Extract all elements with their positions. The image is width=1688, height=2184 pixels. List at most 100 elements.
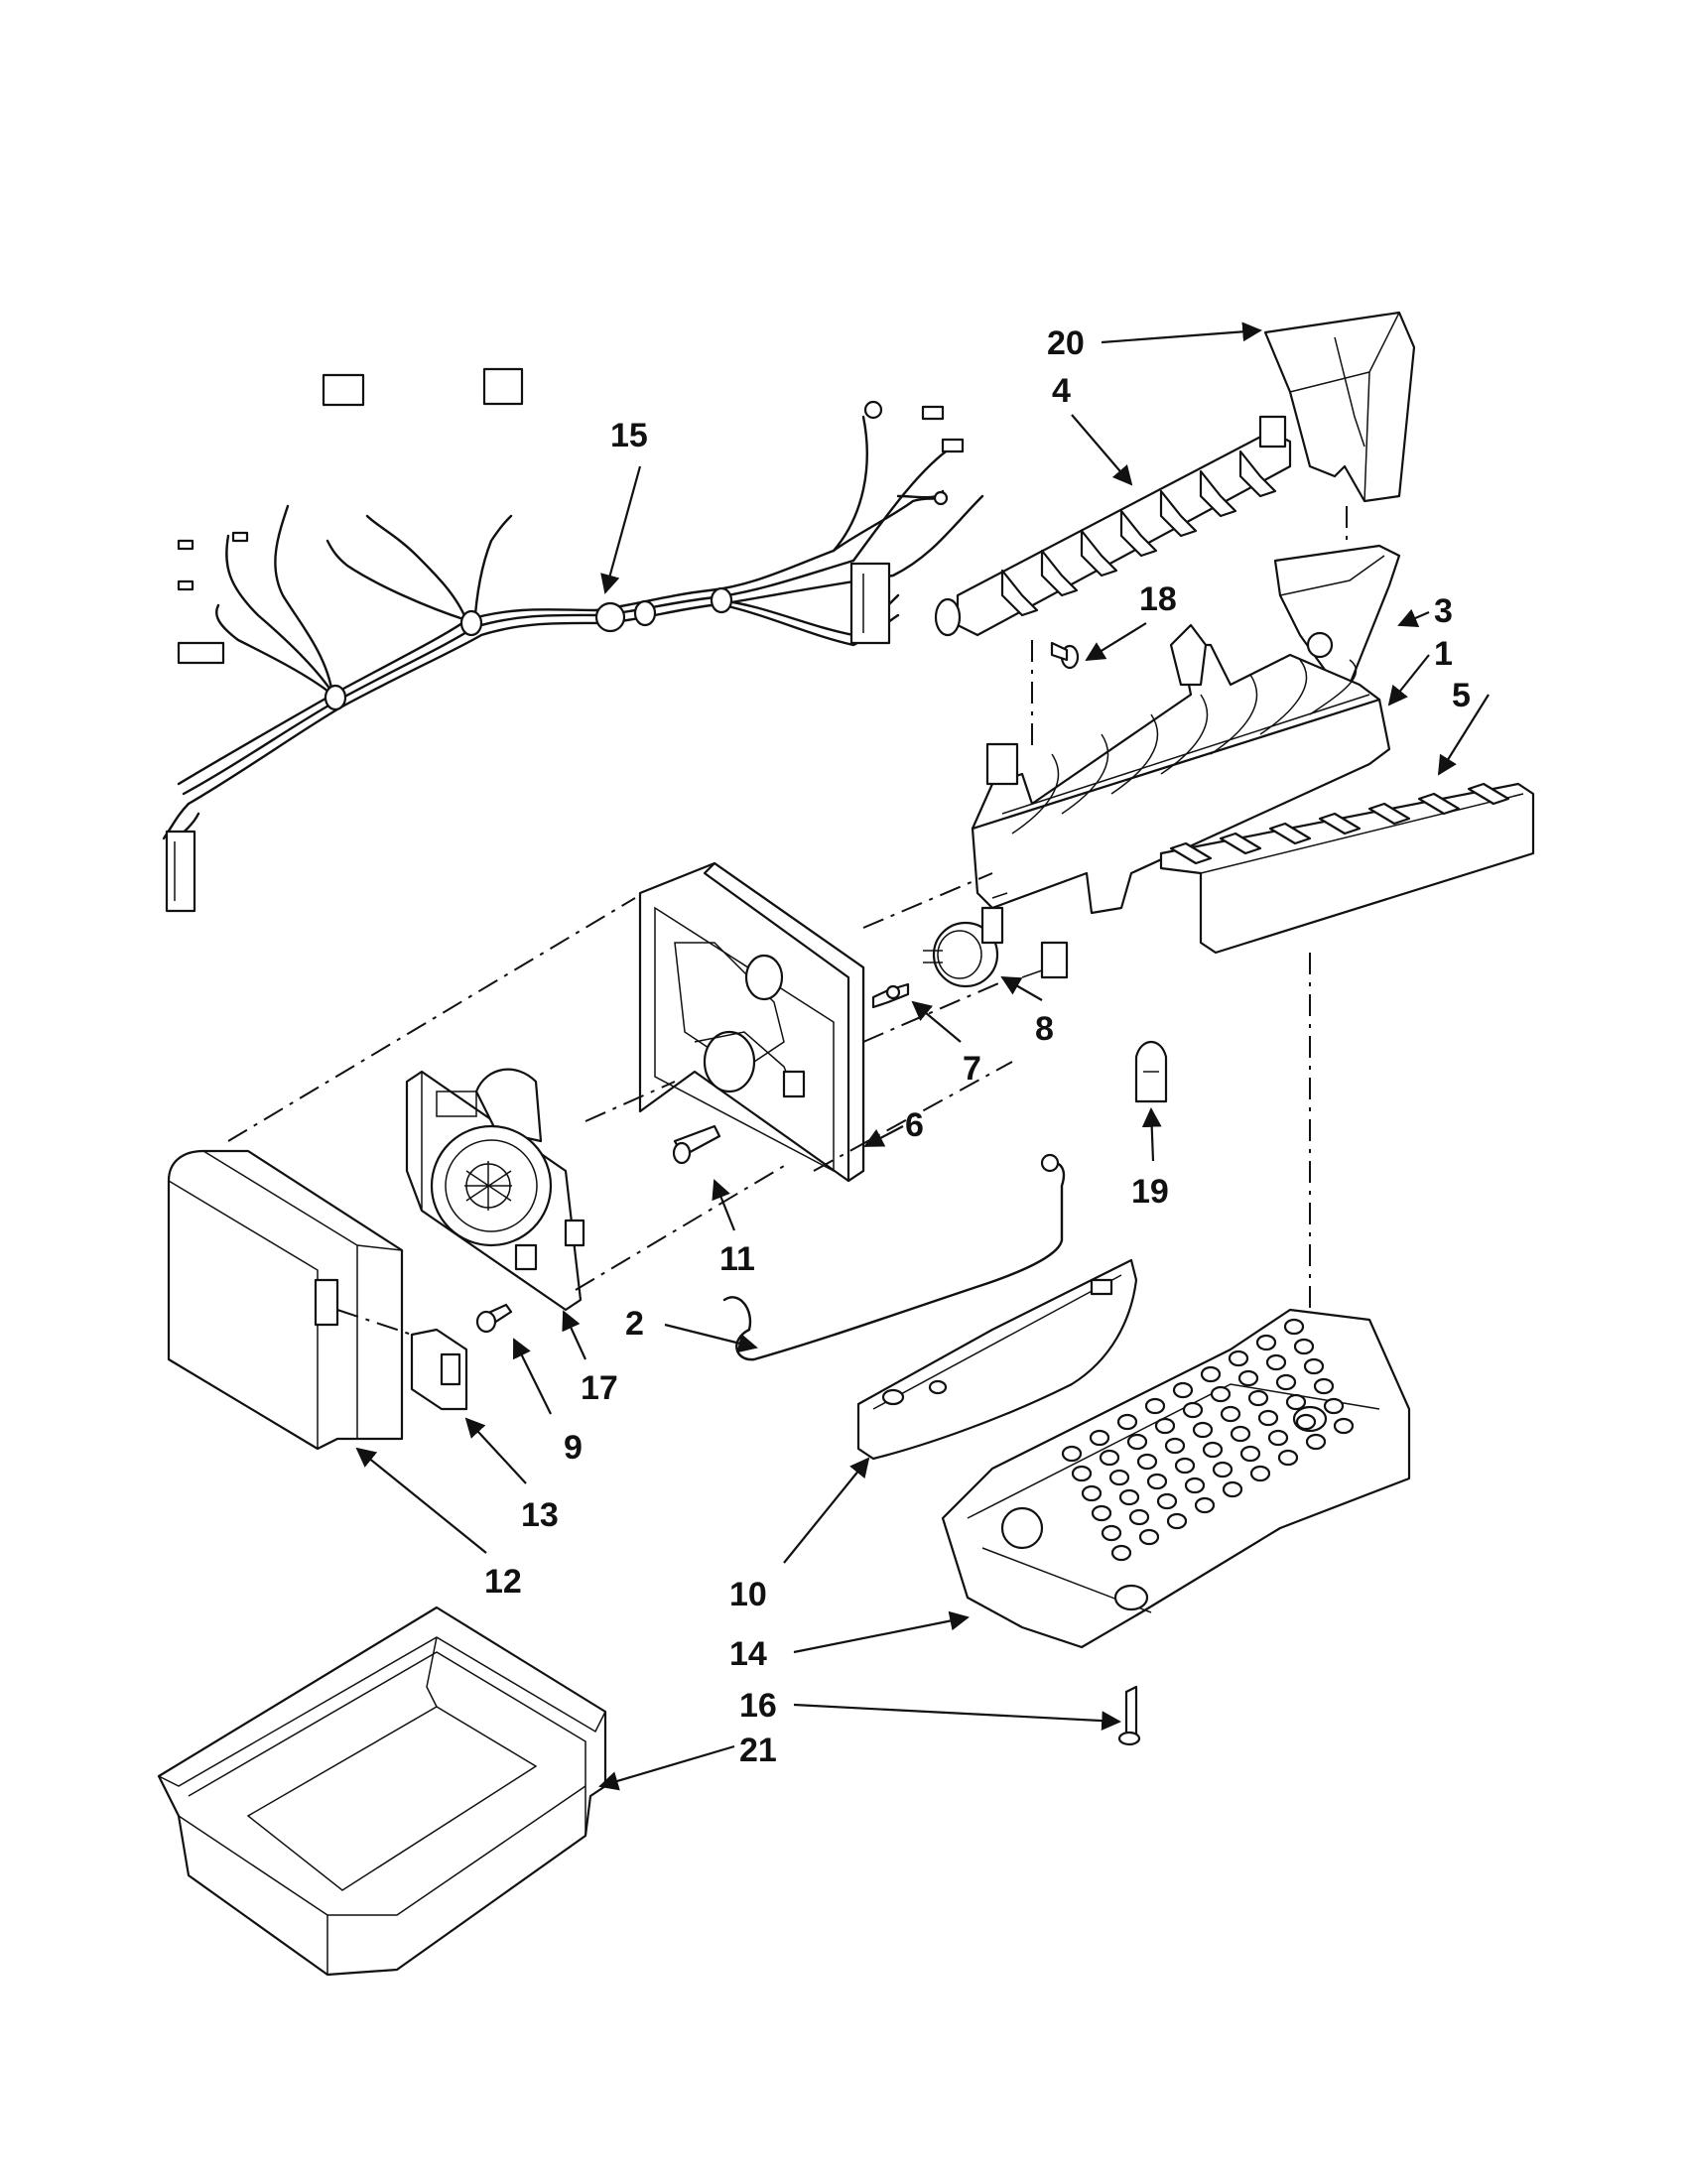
motor-gear-plate <box>405 1068 785 1312</box>
bin-nozzle <box>1265 1353 1287 1371</box>
bin-nozzle <box>1249 1465 1271 1482</box>
callout-3: 3 <box>1434 592 1453 630</box>
callout-17: 17 <box>581 1369 618 1407</box>
front-cover <box>167 897 636 1451</box>
callout-2: 2 <box>625 1305 644 1343</box>
spade-terminal <box>941 438 965 453</box>
bin-nozzle <box>1192 1421 1214 1439</box>
callout-12: 12 <box>484 1563 522 1601</box>
fill-cup-funnel <box>1263 311 1416 503</box>
bin-nozzle <box>1295 1413 1317 1431</box>
bin-nozzle <box>1138 1528 1160 1546</box>
callout-20: 20 <box>1047 324 1085 362</box>
bin-nozzle <box>1293 1338 1315 1355</box>
bin-nozzle <box>1222 1480 1243 1498</box>
bin-nozzle <box>1061 1445 1083 1463</box>
bin-nozzle <box>1210 1385 1232 1403</box>
bin-nozzle <box>1091 1504 1112 1522</box>
callout-21: 21 <box>739 1732 777 1769</box>
bin-nozzle <box>1257 1409 1279 1427</box>
bin-nozzle <box>1267 1429 1289 1447</box>
mold-screw <box>1031 640 1080 749</box>
plate-screw <box>475 1303 513 1334</box>
harness-connector-small <box>177 641 225 665</box>
motor-housing <box>638 861 1069 1183</box>
callout-labels: 20 4 15 18 3 1 5 8 7 6 19 11 2 17 9 13 1… <box>484 324 1471 1769</box>
bin-nozzle <box>1333 1417 1355 1435</box>
bin-nozzle <box>1089 1429 1110 1447</box>
fill-cup-inlet <box>1273 506 1401 687</box>
bin-nozzle <box>1323 1397 1345 1415</box>
bin-nozzle <box>1136 1453 1158 1471</box>
bin-nozzle <box>1228 1349 1249 1367</box>
callout-8: 8 <box>1035 1010 1054 1048</box>
bin-nozzle <box>1202 1441 1224 1459</box>
bin-nozzle <box>1166 1512 1188 1530</box>
bin-nozzle <box>1277 1449 1299 1467</box>
bin-nozzle <box>1275 1373 1297 1391</box>
bin-nozzle <box>1101 1524 1122 1542</box>
bin-nozzle <box>1174 1457 1196 1475</box>
bin-nozzle <box>1099 1449 1120 1467</box>
ice-bin-base <box>941 1308 1411 1649</box>
rocker-switch <box>336 1309 468 1411</box>
bin-nozzle <box>1283 1318 1305 1336</box>
callout-15: 15 <box>610 417 648 454</box>
ice-bucket <box>157 1606 607 1977</box>
ground-ring-terminal <box>863 400 883 420</box>
shutoff-arm <box>722 1153 1066 1361</box>
callout-1: 1 <box>1434 635 1453 673</box>
bin-nozzle <box>1230 1425 1251 1443</box>
bin-nozzle <box>1305 1433 1327 1451</box>
bin-nozzle <box>1247 1389 1269 1407</box>
shutoff-flap <box>856 1258 1138 1461</box>
ice-mold <box>971 623 1391 915</box>
callout-14: 14 <box>729 1635 767 1673</box>
bin-nozzle <box>1237 1369 1259 1387</box>
bin-nozzle <box>1212 1461 1234 1478</box>
bin-nozzle <box>1184 1477 1206 1494</box>
callout-5: 5 <box>1452 677 1471 714</box>
bin-nozzle <box>1108 1469 1130 1486</box>
bin-nozzle <box>1182 1401 1204 1419</box>
harness-connector-right <box>849 562 891 645</box>
callout-18: 18 <box>1139 580 1177 618</box>
spade-terminal <box>177 579 195 591</box>
harness-connector-2 <box>482 367 524 406</box>
bin-nozzle <box>1303 1357 1325 1375</box>
bin-nozzle <box>1110 1544 1132 1562</box>
housing-screw <box>672 1124 721 1165</box>
leader-lines <box>355 321 1490 1791</box>
callout-7: 7 <box>963 1050 981 1088</box>
base-screw <box>1117 1685 1141 1746</box>
bin-nozzle <box>1172 1381 1194 1399</box>
callout-9: 9 <box>564 1429 583 1467</box>
bin-nozzle <box>1255 1334 1277 1351</box>
callout-4: 4 <box>1052 372 1071 410</box>
mold-cover <box>1159 782 1535 1399</box>
harness-connector-left <box>165 830 196 913</box>
bin-nozzle <box>1164 1437 1186 1455</box>
bin-nozzle <box>1126 1433 1148 1451</box>
callout-6: 6 <box>905 1106 924 1144</box>
spade-terminal <box>231 531 249 543</box>
bin-nozzle <box>1116 1413 1138 1431</box>
callout-11: 11 <box>719 1240 755 1278</box>
bin-nozzle <box>1071 1465 1093 1482</box>
bin-nozzle <box>1128 1508 1150 1526</box>
bin-nozzle <box>1144 1397 1166 1415</box>
bin-nozzle <box>1194 1496 1216 1514</box>
bin-nozzle <box>1200 1365 1222 1383</box>
bin-nozzle <box>1146 1473 1168 1490</box>
cover-clip <box>1134 1040 1168 1103</box>
mold-heater-pin <box>871 982 910 1009</box>
callout-10: 10 <box>729 1576 767 1613</box>
wire-harness <box>162 367 984 913</box>
callout-13: 13 <box>521 1496 559 1534</box>
callout-19: 19 <box>1131 1173 1169 1211</box>
callout-16: 16 <box>739 1687 777 1725</box>
bin-nozzle <box>1081 1484 1103 1502</box>
bin-nozzle <box>1285 1393 1307 1411</box>
bin-nozzle <box>1156 1492 1178 1510</box>
spade-terminal <box>921 405 945 421</box>
